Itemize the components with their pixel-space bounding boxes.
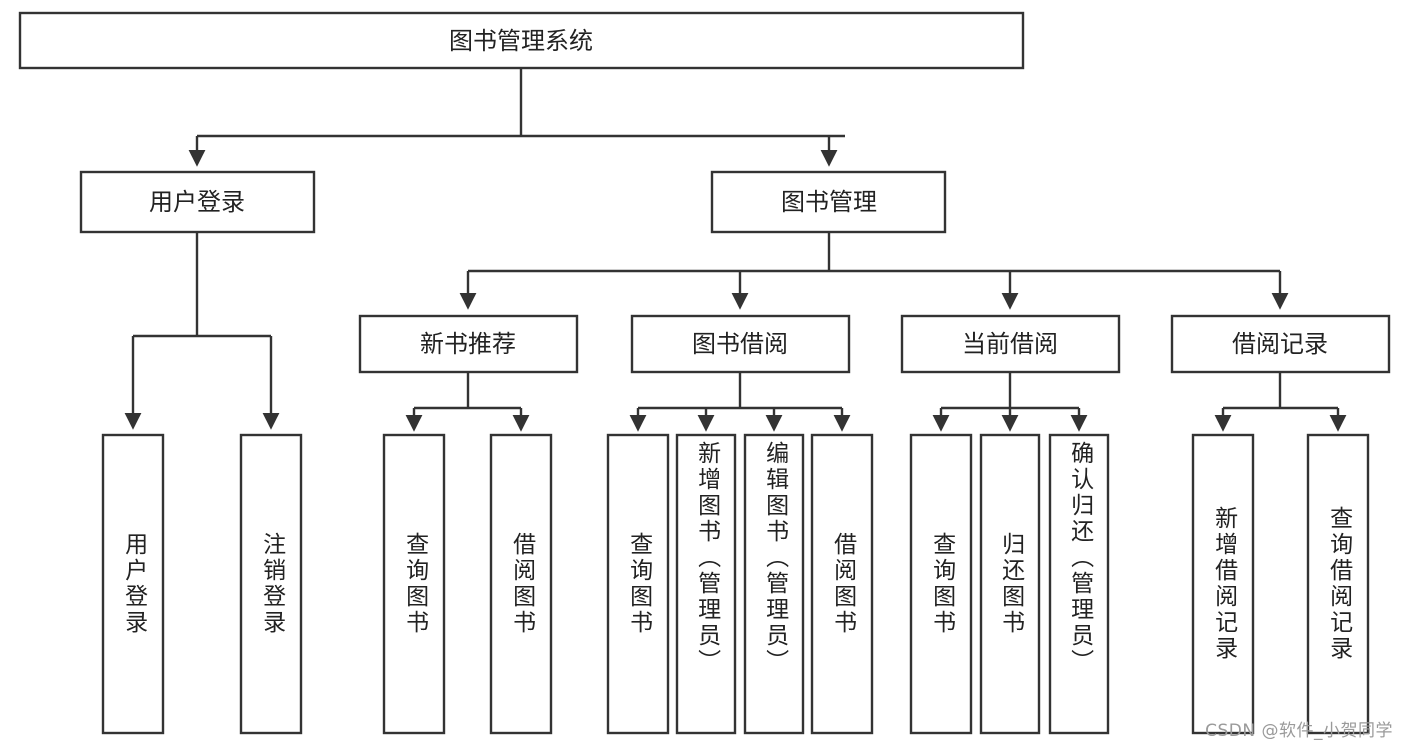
node-leaf-edit-book[interactable] <box>743 433 805 735</box>
node-book-borrow[interactable]: 图书借阅 <box>630 314 851 374</box>
connector-bookmanage-to-level2 <box>459 232 1289 310</box>
connector-userlogin-to-leaves <box>124 232 280 430</box>
connector-newbook-to-leaves <box>405 372 530 432</box>
node-borrow-record-label: 借阅记录 <box>1232 330 1328 358</box>
node-new-book-recommend-label: 新书推荐 <box>420 330 516 358</box>
node-current-borrow[interactable]: 当前借阅 <box>900 314 1121 374</box>
connector-bookborrow-to-leaves <box>629 372 851 432</box>
connector-root-to-level1 <box>188 68 845 167</box>
node-leaf-borrow-book-1[interactable] <box>489 433 553 735</box>
node-leaf-query-book-2[interactable] <box>606 433 670 735</box>
node-leaf-query-record[interactable] <box>1306 433 1370 735</box>
node-leaf-query-book-3[interactable] <box>909 433 973 735</box>
node-root[interactable]: 图书管理系统 <box>18 11 1025 70</box>
connector-borrowrecord-to-leaves <box>1214 372 1347 432</box>
node-root-label: 图书管理系统 <box>449 27 593 55</box>
node-leaf-add-record[interactable] <box>1191 433 1255 735</box>
node-new-book-recommend[interactable]: 新书推荐 <box>358 314 579 374</box>
node-borrow-record[interactable]: 借阅记录 <box>1170 314 1391 374</box>
node-leaf-return-book[interactable] <box>979 433 1041 735</box>
watermark-text: CSDN @软件_小贺同学 <box>1205 721 1393 741</box>
node-leaf-add-book[interactable] <box>675 433 737 735</box>
node-book-borrow-label: 图书借阅 <box>692 330 788 358</box>
node-book-manage[interactable]: 图书管理 <box>710 170 947 234</box>
node-leaf-user-login[interactable] <box>101 433 165 735</box>
node-book-manage-label: 图书管理 <box>781 188 877 216</box>
node-leaf-query-book-1[interactable] <box>382 433 446 735</box>
node-leaf-confirm-return[interactable] <box>1048 433 1110 735</box>
node-user-login[interactable]: 用户登录 <box>79 170 316 234</box>
connector-currentborrow-to-leaves <box>932 372 1088 432</box>
node-leaf-borrow-book-2[interactable] <box>810 433 874 735</box>
node-leaf-logout-login[interactable] <box>239 433 303 735</box>
node-user-login-label: 用户登录 <box>149 188 245 216</box>
node-current-borrow-label: 当前借阅 <box>962 330 1058 358</box>
